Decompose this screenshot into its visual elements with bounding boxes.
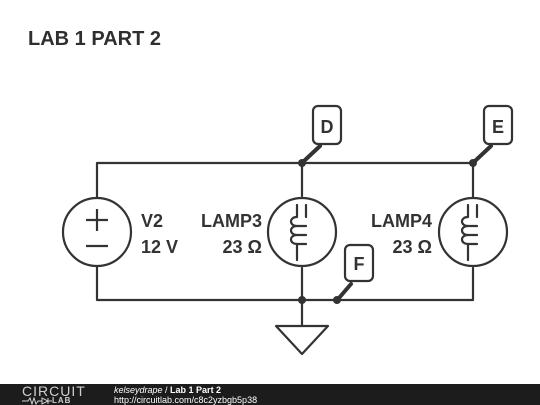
schematic: D E F V2 12 V LAMP3 23 Ω LAMP4 23 Ω xyxy=(61,104,514,356)
page-title: LAB 1 PART 2 xyxy=(28,28,161,50)
node-label-d: D xyxy=(321,117,334,137)
lamp4-symbol xyxy=(437,196,509,268)
logo-wave-icon xyxy=(22,397,52,405)
footer-attribution: kelseydrape / Lab 1 Part 2 xyxy=(114,385,221,395)
node-flag-d: D xyxy=(302,104,343,163)
node-label-e: E xyxy=(492,117,504,137)
source-value: 12 V xyxy=(141,237,178,257)
logo-circuit-text: CIRCUIT xyxy=(22,383,86,399)
footer-bar: CIRCUIT LAB kelseydrape / Lab 1 Part 2 h… xyxy=(0,384,540,405)
voltage-source-symbol xyxy=(61,196,133,268)
lamp4-value: 23 Ω xyxy=(393,237,432,257)
node-flag-f: F xyxy=(337,243,375,300)
junction-dot xyxy=(298,296,306,304)
lamp4-name: LAMP4 xyxy=(371,211,432,231)
node-label-f: F xyxy=(354,254,365,274)
lamp3-symbol xyxy=(266,196,338,268)
footer-separator: / xyxy=(162,385,171,395)
top-wire xyxy=(95,161,475,202)
footer-url-link[interactable]: http://circuitlab.com/c8c2yzbgb5p38 xyxy=(114,395,258,405)
footer-user-link[interactable]: kelseydrape xyxy=(114,385,163,395)
ground-symbol xyxy=(274,324,330,356)
footer-project-title: Lab 1 Part 2 xyxy=(170,385,222,395)
lamp3-name: LAMP3 xyxy=(201,211,262,231)
node-flag-e: E xyxy=(473,104,514,163)
logo-lab-text: LAB xyxy=(52,396,72,405)
source-name: V2 xyxy=(141,211,163,231)
bottom-wire xyxy=(95,262,475,302)
lamp3-value: 23 Ω xyxy=(223,237,262,257)
